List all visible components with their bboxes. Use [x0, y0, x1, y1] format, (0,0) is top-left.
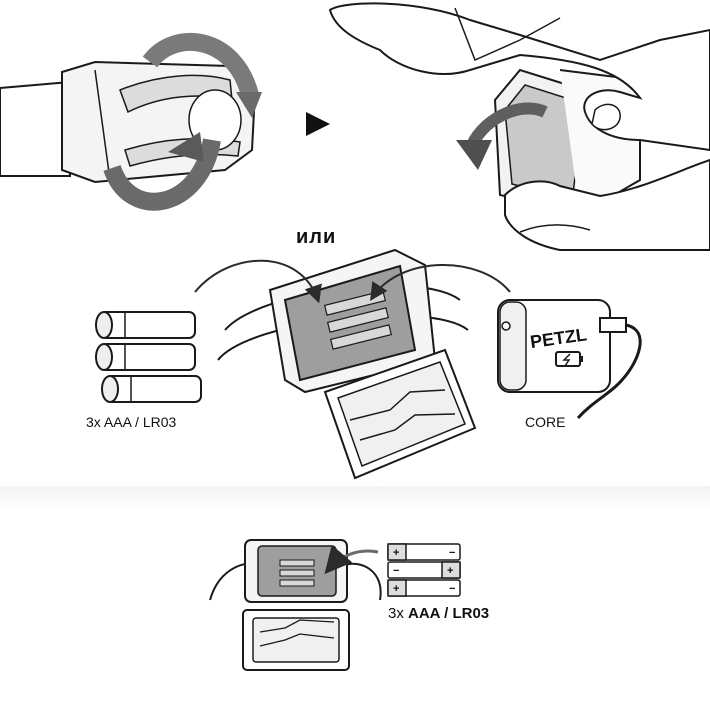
core-battery: PETZL: [497, 299, 642, 419]
rotate-arrow-top-icon: [142, 32, 259, 98]
usb-plug: [599, 317, 627, 333]
battery-type: AAA / LR03: [408, 605, 490, 622]
svg-text:+: +: [393, 583, 399, 595]
svg-text:−: −: [449, 583, 455, 595]
lower-hand: [504, 158, 710, 251]
aaa-battery-small: + −: [387, 543, 461, 561]
step4-aaa-insertion: + − − + + −: [209, 539, 461, 671]
compartment-door-open: [323, 348, 477, 480]
arrow-from-core-icon: [370, 264, 511, 302]
svg-text:+: +: [393, 547, 399, 559]
aaa-battery-small: + −: [387, 579, 461, 597]
aaa-battery-small: − +: [387, 561, 461, 579]
next-step-arrow-icon: [306, 112, 330, 136]
battery-count: 3x: [388, 605, 404, 622]
step3-battery-options: PETZL: [95, 248, 642, 480]
rotate-arrow-bottom-icon: [103, 138, 221, 211]
aaa-battery: [95, 343, 196, 371]
core-battery-label: CORE: [525, 414, 566, 430]
aaa-battery: [95, 311, 196, 339]
aaa-battery: [101, 375, 202, 403]
aaa-batteries-bottom-label: 3x AAA / LR03: [388, 605, 489, 622]
arrow-from-aaa-icon: [194, 259, 322, 304]
aaa-batteries-left: [95, 311, 202, 403]
svg-text:−: −: [449, 547, 455, 559]
svg-text:+: +: [447, 565, 453, 577]
bottom-panel-background: [0, 486, 710, 710]
step1-headlamp-rotation: [0, 32, 262, 211]
insert-arrow-icon: [324, 544, 379, 575]
headband-strap: [0, 80, 71, 177]
step2-hands-opening-compartment: [328, 2, 710, 251]
svg-text:−: −: [393, 565, 399, 577]
aaa-batteries-label: 3x AAA / LR03: [86, 414, 177, 430]
or-label: или: [296, 226, 337, 248]
usb-cable: [576, 323, 642, 419]
